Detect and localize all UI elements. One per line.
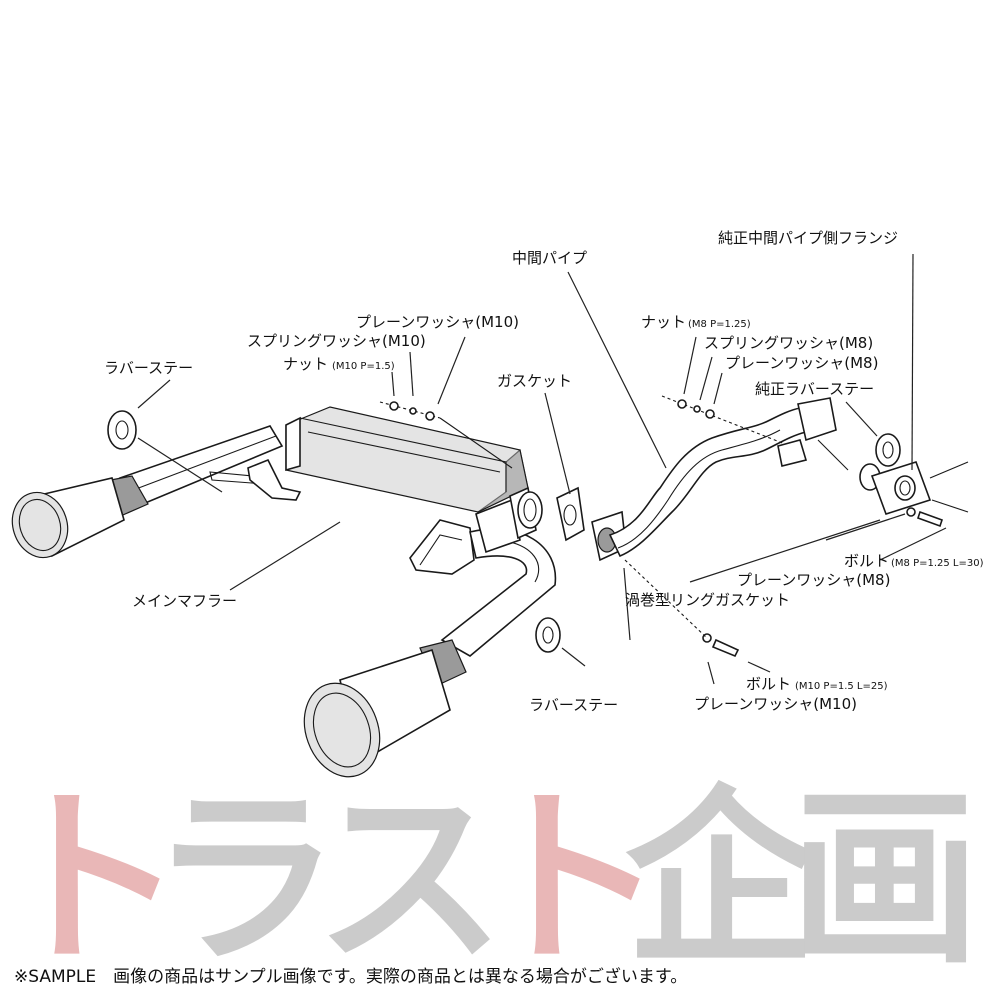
lower-tail-tip <box>303 639 467 778</box>
label-main-muffler: メインマフラー <box>132 592 237 610</box>
label-gasket: ガスケット <box>497 372 572 390</box>
label-nut-m10: ナット <box>283 355 328 373</box>
watermark-char-1: ト <box>0 769 185 990</box>
watermark-char-3: ス <box>315 769 505 990</box>
label-rubber-stay-left: ラバーステー <box>104 359 193 377</box>
label-bolt-m10-spec: (M10 P=1.5 L=25) <box>795 681 888 692</box>
label-spiral-gasket: 渦巻型リングガスケット <box>625 591 790 609</box>
label-nut-m8-spec: (M8 P=1.25) <box>688 319 751 330</box>
label-plain-washer-m8-bottom: プレーンワッシャ(M8) <box>737 571 890 589</box>
label-spring-washer-m10: スプリングワッシャ(M10) <box>247 332 426 350</box>
left-tail-tip <box>11 475 149 559</box>
label-oem-flange: 純正中間パイプ側フランジ <box>718 229 898 247</box>
label-nut-m10-spec: (M10 P=1.5) <box>332 361 395 372</box>
m8-fasteners-top <box>661 395 786 445</box>
label-rubber-stay-bottom: ラバーステー <box>529 696 618 714</box>
label-spring-washer-m8: スプリングワッシャ(M8) <box>704 334 873 352</box>
leader-lines <box>137 253 947 685</box>
label-bolt-m8: ボルト <box>844 552 889 570</box>
oem-flange-part <box>859 461 969 515</box>
oem-rubber-stay-part <box>875 433 901 467</box>
label-nut-m8: ナット <box>641 313 686 331</box>
watermark-char-2: ラ <box>150 769 340 990</box>
main-muffler-part <box>118 406 557 657</box>
mid-pipe-part <box>608 397 849 558</box>
m10-bolt-part <box>624 559 740 658</box>
watermark-char-6: 画 <box>790 769 980 990</box>
label-plain-washer-m10-bottom: プレーンワッシャ(M10) <box>694 695 857 713</box>
gasket-part <box>556 486 585 542</box>
watermark-logo: ト ラ ス ト 企 画 <box>0 769 980 990</box>
label-oem-rubber-stay: 純正ラバーステー <box>755 380 874 398</box>
rubber-stay-left-part <box>107 410 223 493</box>
watermark-char-5: 企 <box>625 769 816 990</box>
m10-fasteners-top <box>379 401 513 469</box>
label-plain-washer-m8-top: プレーンワッシャ(M8) <box>725 354 878 372</box>
muffler-flange <box>509 486 543 540</box>
watermark-char-4: ト <box>475 769 665 990</box>
label-plain-washer-m10-top: プレーンワッシャ(M10) <box>356 313 519 331</box>
label-bolt-m10: ボルト <box>746 675 791 693</box>
sample-disclaimer: ※SAMPLE 画像の商品はサンプル画像です。実際の商品とは異なる場合がございま… <box>14 967 688 987</box>
label-bolt-m8-spec: (M8 P=1.25 L=30) <box>891 558 984 569</box>
rubber-stay-bottom-part <box>535 617 586 667</box>
label-mid-pipe: 中間パイプ <box>512 249 587 267</box>
m8-bolt-part <box>906 507 944 528</box>
